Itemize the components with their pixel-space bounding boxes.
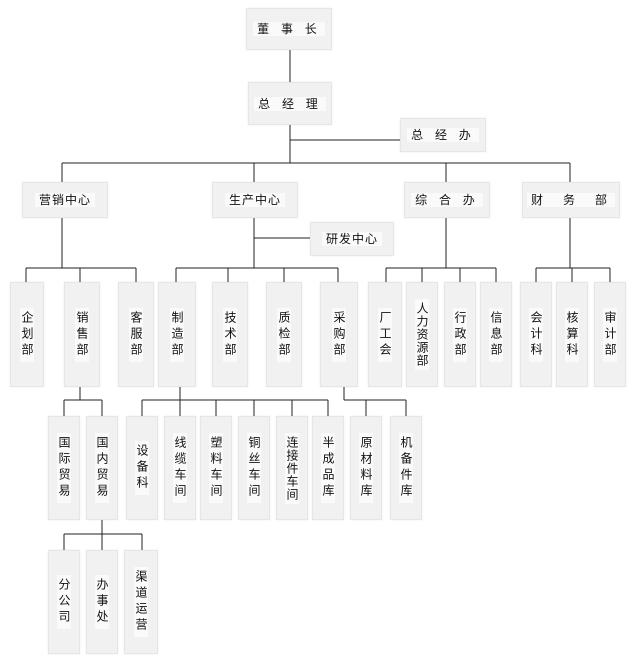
node-production-center: 生产中心 bbox=[212, 182, 298, 218]
node-label: 分公司 bbox=[57, 575, 71, 629]
node-label: 采购部 bbox=[332, 307, 346, 362]
node-label: 国内贸易 bbox=[95, 433, 109, 503]
node-label: 财 务 部 bbox=[526, 193, 615, 207]
node-label: 总 经 办 bbox=[407, 128, 479, 142]
node-label: 厂工会 bbox=[378, 307, 392, 362]
node-technical: 技术部 bbox=[212, 282, 248, 387]
node-intl-trade: 国际贸易 bbox=[48, 416, 80, 520]
node-accounting: 会计科 bbox=[520, 282, 552, 387]
node-channel-ops: 渠道运营 bbox=[124, 550, 158, 654]
node-hr: 人力资源部 bbox=[406, 282, 438, 387]
node-branch: 分公司 bbox=[48, 550, 80, 654]
node-label: 生产中心 bbox=[224, 193, 285, 207]
node-label: 综 合 办 bbox=[411, 193, 483, 207]
node-connector-workshop: 连接件车间 bbox=[276, 416, 308, 520]
node-label: 信息部 bbox=[489, 307, 503, 362]
node-it: 信息部 bbox=[480, 282, 512, 387]
node-domestic-trade: 国内贸易 bbox=[86, 416, 118, 520]
node-chairman: 董 事 长 bbox=[246, 8, 332, 50]
node-copper-workshop: 铜丝车间 bbox=[238, 416, 270, 520]
node-label: 原材料库 bbox=[359, 433, 373, 503]
node-finance: 财 务 部 bbox=[522, 182, 620, 218]
node-costing: 核算科 bbox=[556, 282, 588, 387]
node-label: 技术部 bbox=[223, 307, 237, 362]
node-office: 办事处 bbox=[86, 550, 118, 654]
node-label: 办事处 bbox=[95, 575, 109, 629]
node-plastic-workshop: 塑料车间 bbox=[200, 416, 232, 520]
node-sales-dept: 销售部 bbox=[64, 282, 100, 387]
node-sales-center: 营销中心 bbox=[22, 182, 108, 218]
node-label: 核算科 bbox=[565, 307, 579, 362]
node-general-office: 综 合 办 bbox=[404, 182, 490, 218]
node-label: 塑料车间 bbox=[209, 433, 223, 503]
node-label: 质检部 bbox=[277, 307, 291, 362]
node-quality: 质检部 bbox=[266, 282, 302, 387]
node-label: 半成品库 bbox=[321, 433, 335, 503]
node-manufacturing: 制造部 bbox=[158, 282, 196, 387]
node-general-manager: 总 经 理 bbox=[248, 82, 332, 125]
node-label: 营销中心 bbox=[34, 193, 95, 207]
node-label: 总 经 理 bbox=[254, 96, 326, 111]
node-audit: 审计部 bbox=[594, 282, 626, 387]
node-label: 行政部 bbox=[453, 307, 467, 362]
node-label: 董 事 长 bbox=[253, 22, 325, 36]
node-label: 线缆车间 bbox=[173, 433, 187, 503]
node-label: 客服部 bbox=[129, 307, 143, 362]
node-spare-parts: 机备件库 bbox=[390, 416, 422, 520]
node-label: 国际贸易 bbox=[57, 433, 71, 503]
node-rnd-center: 研发中心 bbox=[310, 222, 394, 256]
node-label: 铜丝车间 bbox=[247, 433, 261, 503]
node-procurement: 采购部 bbox=[320, 282, 358, 387]
node-customer-service: 客服部 bbox=[118, 282, 154, 387]
node-label: 机备件库 bbox=[399, 433, 413, 503]
node-admin: 行政部 bbox=[444, 282, 476, 387]
node-union: 厂工会 bbox=[368, 282, 402, 387]
node-label: 制造部 bbox=[170, 307, 184, 362]
node-equipment: 设备科 bbox=[126, 416, 158, 520]
node-label: 人力资源部 bbox=[415, 299, 429, 370]
node-label: 销售部 bbox=[75, 307, 89, 362]
node-cable-workshop: 线缆车间 bbox=[164, 416, 196, 520]
node-label: 企划部 bbox=[20, 307, 34, 362]
node-label: 设备科 bbox=[135, 441, 149, 495]
node-label: 连接件车间 bbox=[285, 432, 299, 504]
node-raw-material: 原材料库 bbox=[350, 416, 382, 520]
node-semi-finished: 半成品库 bbox=[312, 416, 344, 520]
node-gm-office: 总 经 办 bbox=[400, 118, 486, 152]
node-planning: 企划部 bbox=[10, 282, 44, 387]
node-label: 渠道运营 bbox=[134, 567, 148, 637]
node-label: 审计部 bbox=[603, 307, 617, 362]
node-label: 会计科 bbox=[529, 307, 543, 362]
node-label: 研发中心 bbox=[321, 232, 382, 246]
